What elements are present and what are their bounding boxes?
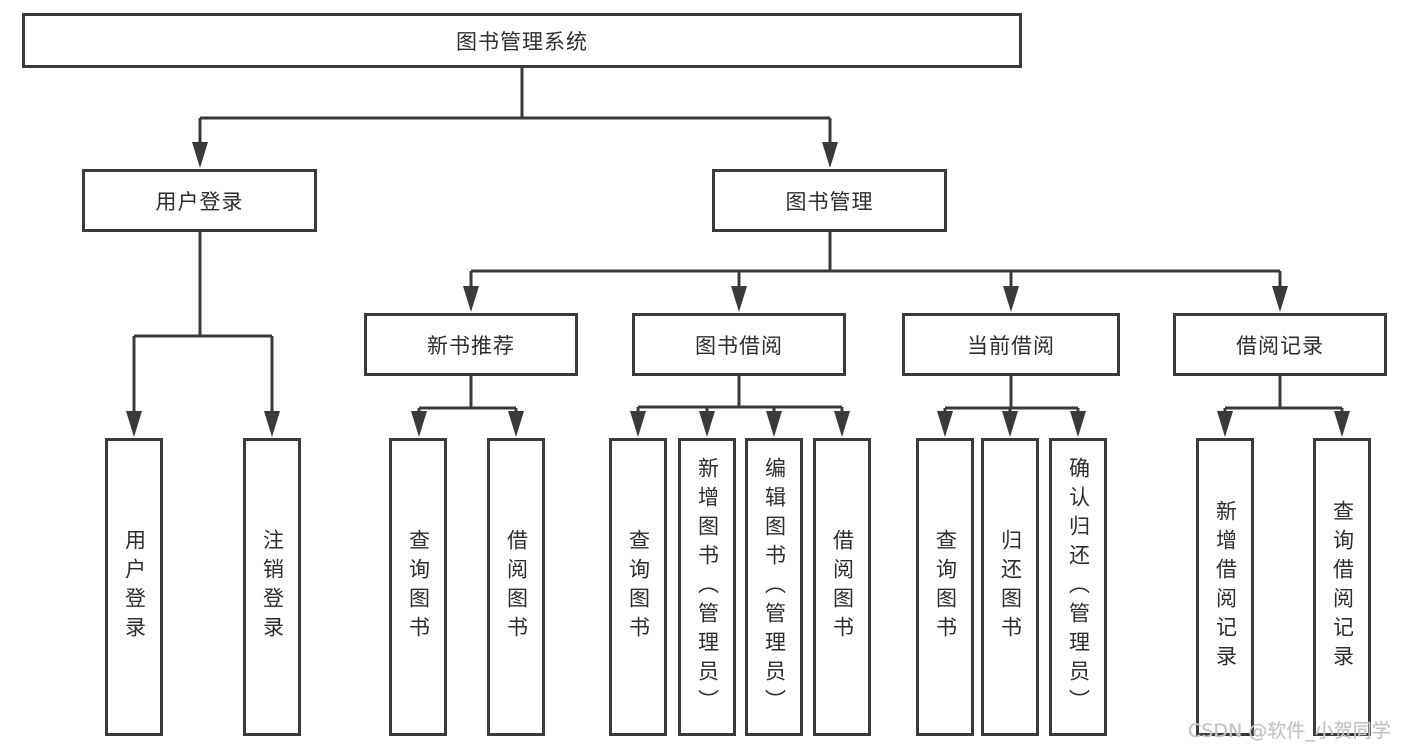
leaf-nb-borrow-books: 借阅图书 <box>487 438 545 736</box>
node-user-login: 用户登录 <box>82 169 317 232</box>
node-new-book-recommend: 新书推荐 <box>364 313 578 376</box>
node-root-label: 图书管理系统 <box>456 29 588 54</box>
connector-root-to-level2 <box>192 68 838 168</box>
node-borrow-records-label: 借阅记录 <box>1236 333 1324 358</box>
leaf-nb-query-books-label: 查询图书 <box>406 529 431 645</box>
node-book-management-label: 图书管理 <box>785 189 874 214</box>
node-borrow-records: 借阅记录 <box>1173 313 1387 376</box>
leaf-cb-confirm-return-admin-label: 确认归还（管理员） <box>1066 456 1091 718</box>
leaf-bb-query-books-label: 查询图书 <box>626 529 651 645</box>
node-current-borrow-label: 当前借阅 <box>967 333 1055 358</box>
leaf-br-add-record: 新增借阅记录 <box>1196 438 1254 736</box>
connector-borrow-records-children <box>1217 376 1350 437</box>
leaf-bb-query-books: 查询图书 <box>609 438 667 736</box>
leaf-br-query-record: 查询借阅记录 <box>1313 438 1371 736</box>
leaf-user-login-label: 用户登录 <box>122 529 147 645</box>
node-book-borrow-label: 图书借阅 <box>695 333 783 358</box>
leaf-user-login: 用户登录 <box>105 438 163 736</box>
leaf-bb-borrow-books: 借阅图书 <box>813 438 871 736</box>
leaf-logout: 注销登录 <box>243 438 301 736</box>
node-user-login-label: 用户登录 <box>155 189 244 214</box>
connector-book-borrow-children <box>630 376 850 437</box>
node-root: 图书管理系统 <box>22 13 1022 68</box>
leaf-bb-edit-books-admin: 编辑图书（管理员） <box>745 438 803 736</box>
node-book-management: 图书管理 <box>712 169 947 232</box>
connector-new-books-children <box>411 376 524 437</box>
leaf-bb-borrow-books-label: 借阅图书 <box>830 529 855 645</box>
leaf-cb-query-books-label: 查询图书 <box>933 529 958 645</box>
leaf-cb-return-books-label: 归还图书 <box>998 529 1023 645</box>
node-book-borrow: 图书借阅 <box>632 313 846 376</box>
leaf-cb-return-books: 归还图书 <box>981 438 1039 736</box>
leaf-nb-borrow-books-label: 借阅图书 <box>504 529 529 645</box>
connector-current-borrow-children <box>937 376 1086 437</box>
leaf-br-query-record-label: 查询借阅记录 <box>1330 500 1355 674</box>
leaf-bb-add-books-admin-label: 新增图书（管理员） <box>695 456 720 718</box>
leaf-bb-edit-books-admin-label: 编辑图书（管理员） <box>762 456 787 718</box>
leaf-nb-query-books: 查询图书 <box>389 438 447 736</box>
connector-book-mgmt-to-level3 <box>463 232 1288 312</box>
leaf-bb-add-books-admin: 新增图书（管理员） <box>678 438 736 736</box>
connector-user-login-children <box>126 232 280 437</box>
leaf-br-add-record-label: 新增借阅记录 <box>1213 500 1238 674</box>
node-new-book-recommend-label: 新书推荐 <box>427 333 515 358</box>
leaf-cb-query-books: 查询图书 <box>916 438 974 736</box>
leaf-logout-label: 注销登录 <box>260 529 285 645</box>
watermark: CSDN @软件_小贺同学 <box>1188 720 1391 742</box>
node-current-borrow: 当前借阅 <box>902 313 1120 376</box>
leaf-cb-confirm-return-admin: 确认归还（管理员） <box>1049 438 1107 736</box>
